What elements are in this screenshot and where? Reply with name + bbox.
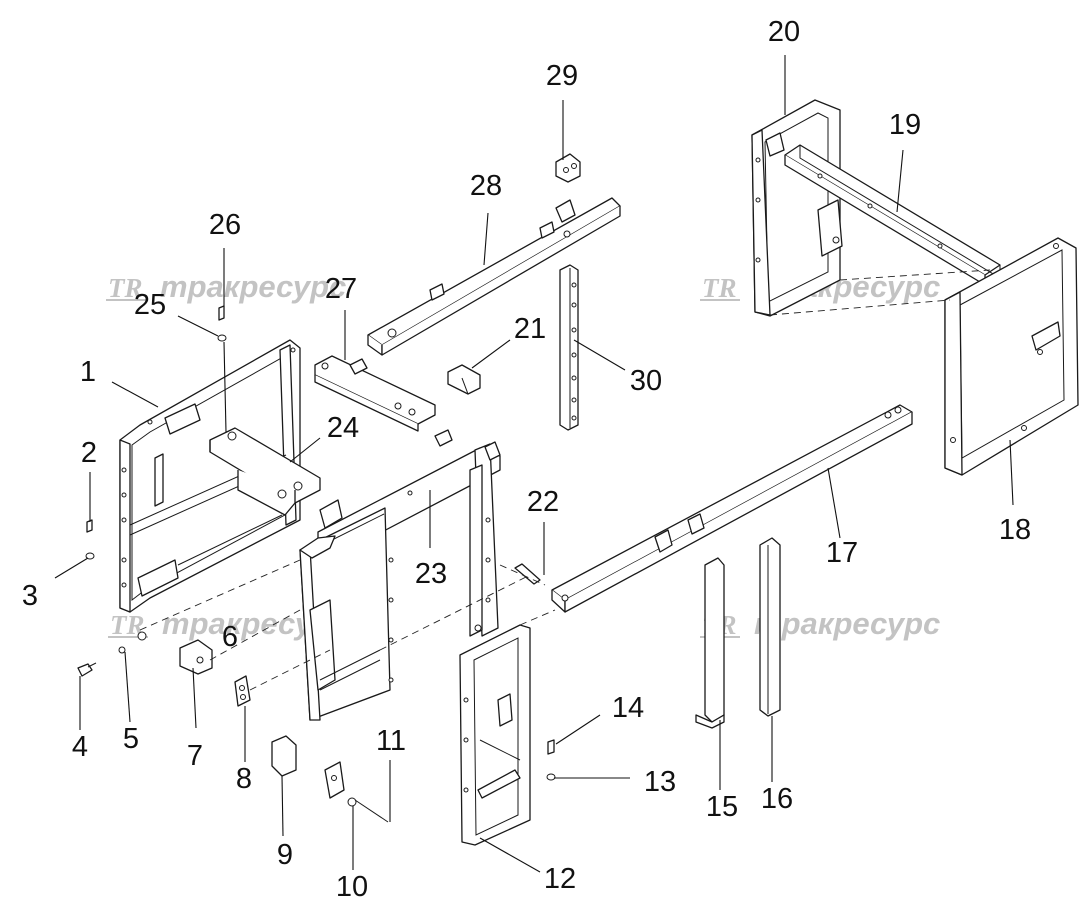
part-3-washer	[85, 552, 95, 560]
part-29-bracket	[555, 153, 581, 183]
part-28-top-beam	[367, 197, 621, 356]
part-12-front-frame	[459, 624, 531, 846]
part-5-nut	[118, 631, 147, 654]
part-16-leg	[759, 537, 781, 717]
part-4-bolt	[77, 662, 97, 677]
callout-9: 9	[277, 839, 293, 871]
part-20-upper-frame	[751, 99, 843, 317]
callout-8: 8	[236, 763, 252, 795]
part-9-bracket	[271, 735, 345, 799]
callout-24: 24	[327, 412, 359, 444]
callout-14: 14	[612, 692, 644, 724]
callout-22: 22	[527, 486, 559, 518]
callout-2: 2	[81, 437, 97, 469]
part-21-cap	[447, 364, 481, 395]
callout-30: 30	[630, 365, 662, 397]
part-1-side-frame	[119, 339, 301, 613]
callout-6: 6	[222, 621, 238, 653]
leader-lines	[54, 55, 1014, 873]
watermark-4: TR тракресурс	[700, 606, 940, 641]
callout-4: 4	[72, 731, 88, 763]
callout-7: 7	[187, 740, 203, 772]
callout-11: 11	[376, 725, 406, 757]
part-17-long-rail	[551, 404, 913, 613]
part-22-bolt	[514, 563, 541, 585]
watermark-text: тракресурс	[754, 606, 940, 641]
callout-12: 12	[544, 863, 576, 895]
assembly-lines	[139, 269, 991, 691]
callout-17: 17	[826, 537, 858, 569]
watermark-logo: TR	[702, 273, 737, 303]
callout-3: 3	[22, 580, 38, 612]
part-25-washer	[217, 334, 227, 342]
part-30-post	[559, 264, 579, 431]
watermark-1: TR тракресурс	[106, 269, 346, 304]
callout-28: 28	[470, 170, 502, 202]
part-11-bolt	[354, 799, 389, 823]
callout-21: 21	[514, 313, 546, 345]
callout-25: 25	[134, 289, 166, 321]
part-8-plate	[234, 675, 251, 707]
callout-1: 1	[80, 356, 96, 388]
callout-10: 10	[336, 871, 368, 903]
callout-13: 13	[644, 766, 676, 798]
callout-23: 23	[415, 558, 447, 590]
callout-16: 16	[761, 783, 793, 815]
part-13-washer	[546, 773, 556, 781]
callout-numbers: 1 2 3 4 5 6 7 8 9 10 11 12 13 14 15 16 1…	[22, 16, 1031, 903]
callout-27: 27	[325, 273, 357, 305]
callout-5: 5	[123, 723, 139, 755]
callout-18: 18	[999, 514, 1031, 546]
callout-20: 20	[768, 16, 800, 48]
part-18-rear-panel	[944, 237, 1079, 476]
part-6-side-panel	[299, 507, 394, 721]
part-24-bracket	[209, 427, 321, 516]
watermark-logo: TR	[108, 273, 143, 303]
part-19-cross-beam	[784, 144, 1001, 286]
callout-26: 26	[209, 209, 241, 241]
part-7-clip	[179, 639, 213, 675]
part-27-bar	[314, 355, 436, 432]
callout-15: 15	[706, 791, 738, 823]
callout-29: 29	[546, 60, 578, 92]
part-10-washer	[347, 797, 357, 807]
part-14-bolt	[547, 739, 555, 755]
part-15-leg	[695, 557, 725, 729]
callout-19: 19	[889, 109, 921, 141]
part-26-bolt	[218, 305, 225, 321]
watermark-text: тракресурс	[160, 269, 346, 304]
